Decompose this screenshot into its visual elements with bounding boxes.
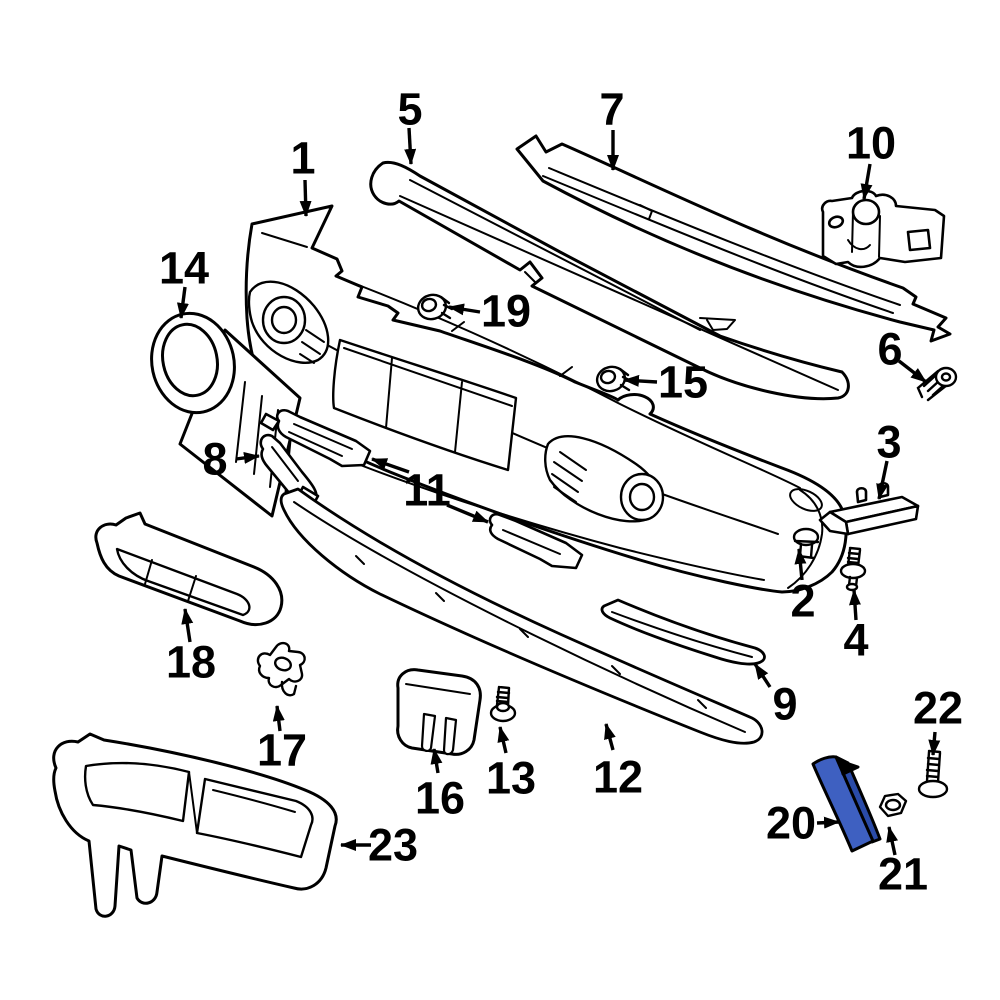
callout-11-arrow-a: [371, 457, 410, 474]
callout-12-label: 12: [592, 751, 644, 803]
callout-14-arrow: [176, 286, 189, 319]
callout-19-label: 19: [480, 285, 532, 337]
callout-18-label: 18: [165, 636, 217, 688]
callout-22-arrow: [928, 731, 941, 756]
callout-18-arrow: [181, 608, 194, 643]
callout-9-label: 9: [772, 678, 798, 730]
callout-22-label: 22: [912, 682, 964, 734]
callout-16-arrow: [430, 748, 443, 774]
callout-5-arrow: [404, 127, 417, 165]
part-17-clip: [256, 641, 306, 697]
callout-13-label: 13: [485, 752, 537, 804]
callout-16-label: 16: [414, 772, 466, 824]
part-13-screw: [489, 685, 517, 723]
callout-15-arrow: [623, 374, 658, 387]
callout-9-arrow: [753, 663, 772, 688]
callout-11-label: 11: [403, 464, 451, 516]
part-4-bolt: [839, 546, 867, 592]
part-11-support-bracket-lower: [488, 513, 584, 570]
part-20-main-face: [811, 755, 875, 853]
callout-arrows: [176, 127, 941, 856]
callout-11-arrow-b: [446, 503, 489, 524]
callout-4-arrow: [849, 589, 861, 621]
callout-1-label: 1: [290, 132, 316, 184]
callout-7-label: 7: [599, 83, 625, 135]
part-16-bracket: [396, 668, 482, 756]
part-12-valance-strip: [279, 487, 764, 745]
callout-17-label: 17: [256, 724, 308, 776]
callout-3-label: 3: [876, 416, 902, 468]
part-19-push-nut: [416, 293, 454, 321]
part-7-impact-bar: [515, 134, 952, 343]
part-10-mounting-bracket: [820, 189, 946, 269]
part-2-push-pin: [792, 527, 820, 560]
callout-23-label: 23: [367, 819, 419, 871]
callout-13-arrow: [497, 726, 510, 754]
callout-17-arrow: [272, 705, 285, 732]
callout-10-label: 10: [845, 117, 897, 169]
part-18-air-deflector: [94, 511, 284, 626]
callout-2-label: 2: [790, 575, 816, 627]
callout-1-arrow: [299, 179, 312, 217]
callout-6-arrow: [897, 359, 928, 384]
part-21-nut: [878, 792, 908, 818]
part-23-lower-fascia: [52, 732, 338, 918]
callout-21-label: 21: [877, 848, 929, 900]
callout-20-arrow: [816, 816, 840, 829]
part-15-push-nut: [595, 365, 633, 393]
callout-15-label: 15: [657, 356, 709, 408]
callout-6-label: 6: [877, 323, 903, 375]
part-5-impact-absorber: [369, 160, 850, 401]
part-1-bumper-cover: [244, 204, 848, 594]
part-20-tab: [838, 759, 860, 776]
part-20-trim-highlighted: [811, 755, 882, 853]
callout-3-arrow: [876, 460, 889, 500]
part-6-screw: [916, 366, 958, 402]
callout-4-label: 4: [843, 614, 869, 666]
part-22-bolt: [917, 749, 949, 799]
part-11-support-bracket-upper: [259, 409, 372, 468]
callout-5-label: 5: [397, 83, 423, 135]
callout-19-arrow: [448, 303, 481, 316]
callout-2-arrow: [794, 548, 807, 581]
callout-21-arrow: [886, 826, 899, 856]
callout-8-arrow: [235, 451, 260, 464]
callout-10-arrow: [860, 163, 873, 200]
callout-20-label: 20: [765, 797, 817, 849]
callout-12-arrow: [604, 723, 616, 751]
part-9-molding-strip: [600, 598, 766, 666]
callout-14-label: 14: [158, 242, 210, 294]
callout-8-label: 8: [202, 433, 228, 485]
